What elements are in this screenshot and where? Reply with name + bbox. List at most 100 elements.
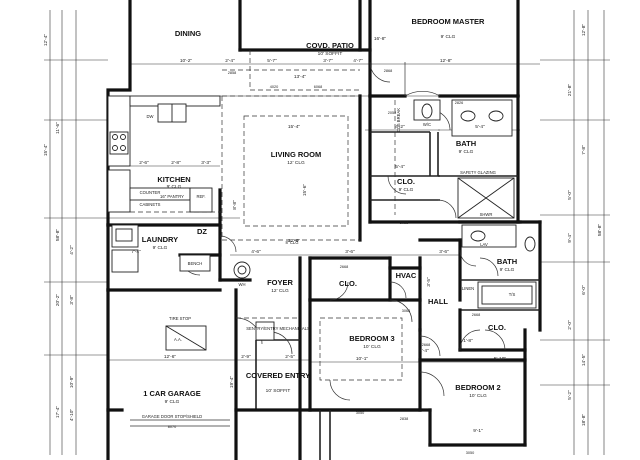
dim-bedroom2-width: 9'-1"	[473, 428, 483, 434]
tag-4020: 4020	[270, 85, 278, 89]
room-foyer-ceiling: 12' CLG	[271, 288, 289, 294]
refrigerator-icon	[189, 187, 213, 213]
dim-foyer-a: 4'-6"	[251, 249, 261, 255]
dimension-lines	[44, 10, 610, 455]
dim-bedroom3-width: 10'-1"	[356, 356, 369, 362]
dim-right-total: 58'-8"	[597, 224, 603, 237]
dim-bath-b: 5'-4"	[475, 124, 485, 130]
dim-bedroom2-b: 4'-4"	[419, 348, 429, 354]
dim-living-height: 15'-6"	[302, 184, 308, 197]
dim-living-width: 15'-4"	[288, 124, 301, 130]
dim-hall-a: 3'-6"	[345, 249, 355, 255]
room-master-ceiling: 9' CLG	[441, 34, 456, 40]
tag-3050: 3050	[356, 411, 364, 415]
room-garage: 1 CAR GARAGE	[143, 389, 201, 398]
tag-2058-a: 2058	[388, 111, 396, 115]
room-closet-foyer: CLO.	[339, 279, 357, 288]
note-cabinets: CABINETS	[140, 202, 161, 207]
dim-garage-width: 12'-6"	[164, 354, 177, 360]
dim-right-a: 12'-8"	[581, 24, 587, 37]
dim-master-width: 12'-8"	[440, 58, 453, 64]
note-sentry: SENTRY/ENTRY MECHANICALS	[246, 326, 310, 331]
dim-right-j: 18'-8"	[581, 414, 587, 427]
dim-left-a: 12'-4"	[43, 34, 49, 47]
dim-patio-c: 3'-7"	[323, 58, 333, 64]
dim-patio-b: 5'-7"	[267, 58, 277, 64]
note-dw: DW	[147, 114, 154, 119]
tag-2058-b: 2058	[400, 221, 408, 225]
room-dining: DINING	[175, 29, 201, 38]
tag-6068: 6068	[314, 85, 322, 89]
note-tire-stop: TIRE STOP	[169, 316, 191, 321]
dim-bedroom2-a: 5'-10"	[494, 356, 507, 362]
tag-2868: 2868	[384, 69, 392, 73]
room-hall: HALL	[428, 297, 448, 306]
room-bath-2-ceiling: 9' CLG	[500, 267, 515, 273]
room-laundry-ceiling: 9' CLG	[153, 245, 168, 251]
dim-patio-d: 4'-7"	[353, 58, 363, 64]
note-safety-glazing: SAFETY GLAZING	[460, 170, 496, 175]
dim-hall-height: 3'-5"	[426, 277, 432, 287]
room-laundry: LAUNDRY	[142, 235, 178, 244]
dim-dining-width: 10'-2"	[180, 58, 193, 64]
dim-left-e: 17'-4"	[55, 406, 61, 419]
room-kitchen-ceiling: 9' CLG	[167, 184, 182, 190]
tag-2668-a: 2668	[422, 343, 430, 347]
dim-right-i: 5'-2"	[567, 390, 573, 400]
room-bedroom-3-ceiling: 10' CLG	[363, 344, 381, 350]
tag-2858-a: 2858	[228, 71, 236, 75]
dim-clo-a: 5'-4"	[395, 164, 405, 170]
dim-right-f: 6'-0"	[581, 285, 587, 295]
room-patio-ceiling: 10' SOFFIT	[318, 51, 343, 57]
room-kitchen: KITCHEN	[157, 175, 190, 184]
room-hvac: HVAC	[396, 271, 417, 280]
dim-right-g: 2'-0"	[567, 320, 573, 330]
dim-left-f: 4'-2"	[69, 245, 75, 255]
note-garage-door: GARAGE DOOR STOP/SHIELD	[142, 414, 202, 419]
note-ref: REF.	[196, 194, 205, 199]
note-wc: W/C	[423, 122, 431, 127]
room-closet-bedroom2: CLO.	[488, 323, 506, 332]
room-closet-master: CLO.	[397, 177, 415, 186]
room-master: BEDROOM MASTER	[412, 17, 486, 26]
tag-2838: 2838	[400, 417, 408, 421]
note-aa: A.A.	[174, 337, 182, 342]
room-living-ceiling: 12' CLG	[287, 160, 305, 166]
note-wh: WH	[239, 282, 246, 287]
note-linen: LINEN	[462, 286, 474, 291]
dim-right-b: 21'-8"	[567, 84, 573, 97]
dim-patio-a: 2'-4"	[225, 58, 235, 64]
interior-dimension-labels: 10'-2" 2'-4" 5'-7" 3'-7" 4'-7" 12'-8" 15…	[131, 36, 506, 434]
room-bedroom-2-ceiling: 10' CLG	[469, 393, 487, 399]
dim-left-g: 3'-8"	[69, 295, 75, 305]
room-bath-master: BATH	[456, 139, 476, 148]
note-tub: T/S	[509, 292, 516, 297]
bench-icon	[179, 254, 211, 272]
room-dz: DZ	[197, 227, 207, 236]
dryer-icon	[111, 249, 139, 273]
tag-8070: 8070	[168, 425, 176, 429]
dim-bath-a: 4'-2"	[395, 124, 405, 130]
dim-right-h: 14'-5"	[581, 354, 587, 367]
room-living: LIVING ROOM	[271, 150, 321, 159]
room-bedroom-3: BEDROOM 3	[349, 334, 394, 343]
dim-living-width-b: 12'-6"	[288, 238, 301, 244]
room-bath-master-ceiling: 9' CLG	[459, 149, 474, 155]
note-counter: COUNTER	[140, 190, 161, 195]
room-closet-master-ceiling: 9' CLG	[399, 187, 414, 193]
room-covered-entry-ceiling: 10' SOFFIT	[266, 388, 291, 394]
outer-dimension-labels: 12'-4" 15'-4" 11'-6" 58'-8" 20'-2" 17'-4…	[43, 24, 603, 427]
dim-right-e: 9'-4"	[567, 233, 573, 243]
walls	[106, 0, 542, 460]
tag-2668-b: 2668	[472, 313, 480, 317]
dim-right-d: 5'-0"	[567, 190, 573, 200]
tag-2668-c: 2668	[340, 265, 348, 269]
note-bench: BENCH	[188, 261, 203, 266]
dim-left-d: 20'-2"	[55, 294, 61, 307]
room-patio: COVD. PATIO	[306, 41, 354, 50]
dim-kitchen-a: 2'-6"	[139, 160, 149, 166]
note-lav: LAV	[480, 242, 488, 247]
dim-entry-b: 2'-5"	[285, 354, 295, 360]
dim-kitchen-height: 8'-8"	[232, 200, 238, 210]
